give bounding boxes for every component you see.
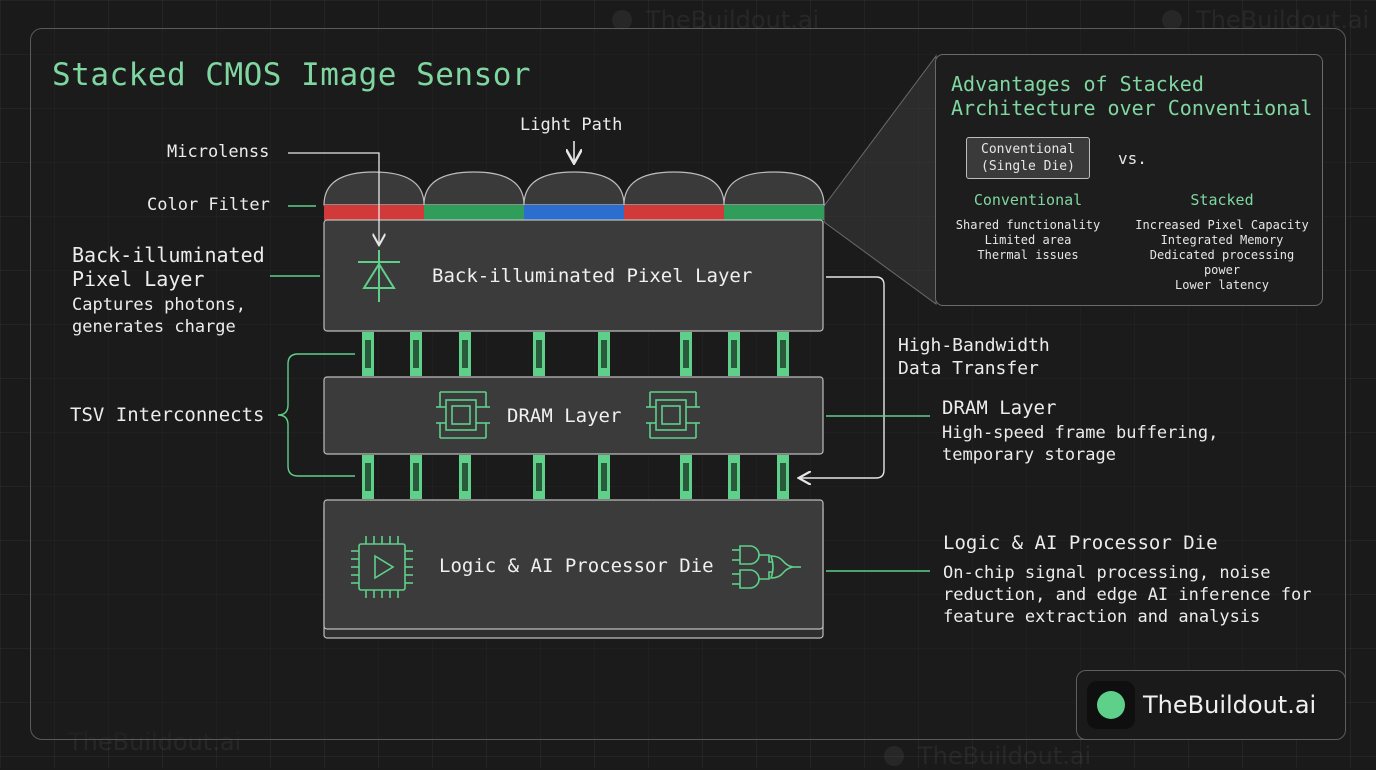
tsv-bracket — [277, 353, 355, 477]
pixel-layer-block — [323, 219, 824, 332]
brand-name: TheBuildout.ai — [1143, 691, 1317, 719]
filter-blue — [524, 205, 624, 220]
tsv — [598, 332, 610, 376]
tsv — [362, 332, 374, 376]
dram-layer-block — [323, 376, 824, 455]
tsv — [362, 455, 374, 499]
microlens — [323, 171, 425, 206]
processor-icon — [351, 536, 413, 598]
logic-callout-title: Logic & AI Processor Die — [943, 532, 1218, 554]
list-item: Dedicated processing — [1149, 248, 1295, 262]
page-title: Stacked CMOS Image Sensor — [52, 57, 532, 93]
filter-green — [724, 205, 824, 220]
tsv-label: TSV Interconnects — [70, 404, 265, 426]
tsv-interconnects — [362, 332, 789, 499]
tsv — [777, 332, 789, 376]
list-item: Integrated Memory — [1160, 233, 1284, 247]
tsv — [459, 455, 471, 499]
tsv — [410, 455, 422, 499]
brand-logo-icon — [1087, 681, 1135, 729]
list-item: Limited area — [984, 233, 1072, 247]
conventional-die-icon: Conventional (Single Die) — [966, 137, 1090, 179]
light-path-label: Light Path — [520, 115, 623, 135]
tsv — [728, 332, 740, 376]
memory-chip-icon — [436, 391, 490, 439]
list-item: power — [1203, 263, 1241, 277]
logic-gates-icon — [732, 545, 801, 589]
brand-badge[interactable]: TheBuildout.ai — [1076, 670, 1346, 740]
list-item: Thermal issues — [977, 248, 1079, 262]
callout-wedge — [823, 54, 937, 305]
stacked-list: Increased Pixel Capacity Integrated Memo… — [1122, 218, 1322, 293]
dram-callout-desc: High-speed frame buffering, temporary st… — [942, 423, 1219, 465]
logic-callout-desc: On-chip signal processing, noise reducti… — [943, 563, 1312, 627]
list-item: Lower latency — [1175, 278, 1269, 292]
pixel-layer-label: Back-illuminated Pixel Layer — [432, 265, 753, 287]
tsv — [533, 332, 545, 376]
microlens-array — [323, 171, 825, 206]
stacked-heading: Stacked — [1190, 191, 1254, 209]
tsv — [680, 332, 692, 376]
pixel-callout-title: Back-illuminated Pixel Layer — [72, 243, 265, 291]
microlens — [523, 171, 625, 206]
tsv — [410, 332, 422, 376]
photodiode-icon — [358, 250, 400, 302]
logic-layer-label: Logic & AI Processor Die — [439, 555, 714, 577]
tsv — [533, 455, 545, 499]
microlens — [623, 171, 725, 206]
microlens — [723, 171, 825, 206]
conventional-list: Shared functionality Limited area Therma… — [943, 218, 1113, 263]
list-item: Shared functionality — [955, 218, 1101, 232]
color-filter-array — [324, 205, 824, 220]
list-item: Increased Pixel Capacity — [1135, 218, 1309, 232]
filter-red — [624, 205, 724, 220]
tsv — [598, 455, 610, 499]
vs-label: vs. — [1118, 149, 1147, 168]
watermark: TheBuildout.ai — [884, 742, 1091, 770]
logic-die-block — [323, 499, 824, 630]
tsv — [777, 455, 789, 499]
tsv — [728, 455, 740, 499]
filter-red — [324, 205, 424, 220]
pixel-callout-desc: Captures photons, generates charge — [72, 295, 246, 337]
advantages-title: Advantages of Stacked Architecture over … — [951, 72, 1313, 120]
memory-chip-icon — [646, 391, 700, 439]
data-transfer-arrow — [800, 276, 885, 478]
tsv — [680, 455, 692, 499]
dram-layer-label: DRAM Layer — [507, 405, 622, 427]
color-filter-label: Color Filter — [147, 195, 270, 215]
filter-green — [424, 205, 524, 220]
microlens-leader — [288, 152, 379, 244]
microlens — [423, 171, 525, 206]
microlens-label: Microlenss — [167, 142, 270, 162]
advantages-panel — [935, 54, 1323, 306]
conventional-heading: Conventional — [973, 191, 1083, 209]
tsv — [459, 332, 471, 376]
dram-callout-title: DRAM Layer — [942, 397, 1057, 419]
data-transfer-label: High-Bandwidth Data Transfer — [898, 335, 1050, 379]
